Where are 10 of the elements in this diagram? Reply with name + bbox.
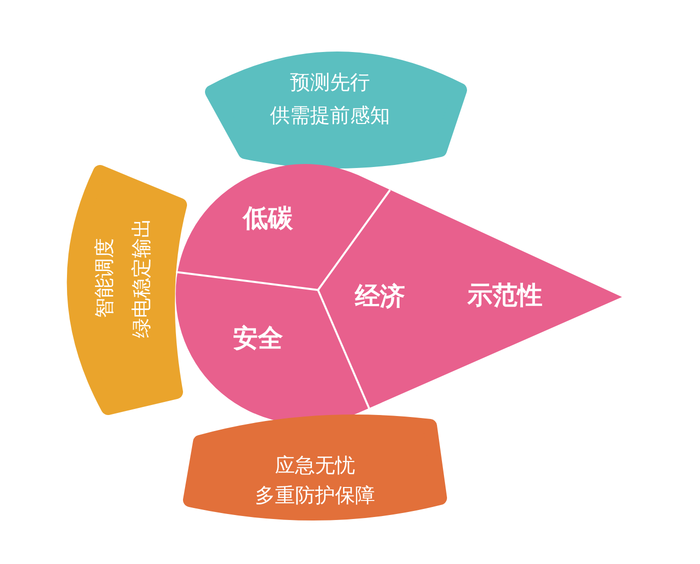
band-label: 供需提前感知: [270, 104, 390, 126]
sector-label: 示范性: [468, 281, 542, 309]
band-label: 多重防护保障: [255, 484, 375, 506]
sector-label: 安全: [233, 324, 283, 352]
band-label: 绿电稳定输出: [130, 218, 152, 338]
sector-label: 经济: [355, 282, 405, 310]
band-label: 预测先行: [290, 71, 370, 93]
band-label: 应急无忧: [275, 454, 355, 476]
band-label: 智能调度: [93, 238, 115, 318]
sector-label: 低碳: [243, 204, 293, 232]
